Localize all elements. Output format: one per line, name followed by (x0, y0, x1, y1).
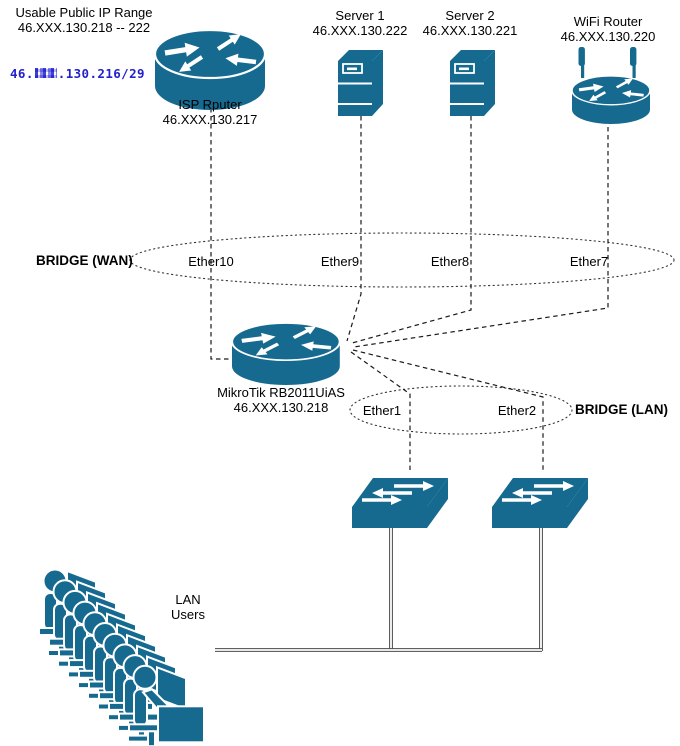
server2-icon (449, 49, 496, 117)
subnet-cidr: 46. .130.216/29 (10, 66, 145, 81)
server1-link-line (346, 116, 362, 342)
lan-users-line2: Users (171, 607, 205, 622)
server1-name: Server 1 (335, 8, 385, 23)
isp-router-label: ISP Rputer 46.XXX.130.217 (135, 97, 285, 127)
server2-name: Server 2 (445, 8, 495, 23)
isp-uplink-line (210, 108, 233, 360)
server2-ip: 46.XXX.130.221 (422, 23, 518, 38)
port-ether9: Ether9 (320, 254, 360, 269)
subnet-suffix: .130.216/29 (57, 66, 145, 81)
lan-users-icon (38, 568, 205, 746)
switch1-icon (352, 478, 448, 528)
wan-bridge-ellipse (129, 232, 675, 288)
wifi-router-icon (572, 47, 650, 124)
front-user-desk (141, 688, 205, 744)
mikrotik-router-icon (232, 323, 340, 385)
bridge-wan-label: BRIDGE (WAN) (36, 253, 133, 268)
switch2-icon (492, 478, 588, 528)
port-ether7: Ether7 (569, 254, 609, 269)
lan-bridge-ellipse (349, 385, 573, 435)
usable-ip-range-title: Usable Public IP Range (15, 5, 153, 20)
port-ether8: Ether8 (430, 254, 470, 269)
subnet-prefix: 46. (10, 66, 34, 81)
wifi-router-label: WiFi Router 46.XXX.130.220 (533, 14, 680, 44)
mikrotik-router-name: MikroTik RB2011UiAS (217, 385, 345, 400)
port-ether10: Ether10 (188, 254, 234, 269)
mikrotik-router-label: MikroTik RB2011UiAS 46.XXX.130.218 (201, 385, 361, 415)
server2-link-line (351, 116, 472, 344)
port-ether2: Ether2 (497, 403, 537, 418)
wifi-link-line (353, 127, 609, 348)
bridge-lan-label: BRIDGE (LAN) (575, 402, 668, 417)
server1-label: Server 1 46.XXX.130.222 (285, 8, 435, 38)
ether2-link-line (352, 349, 544, 470)
usable-ip-range: Usable Public IP Range 46.XXX.130.218 --… (6, 5, 162, 35)
redacted-octet (34, 68, 57, 78)
wifi-router-name: WiFi Router (573, 14, 643, 29)
ether1-link-line (350, 351, 411, 470)
isp-router-name: ISP Rputer (178, 97, 242, 112)
usable-ip-range-value: 46.XXX.130.218 -- 222 (17, 20, 151, 35)
wifi-router-ip: 46.XXX.130.220 (560, 29, 656, 44)
port-ether1: Ether1 (362, 403, 402, 418)
lan-users-line1: LAN (175, 592, 201, 607)
isp-router-ip: 46.XXX.130.217 (162, 112, 258, 127)
lan-users-label: LAN Users (148, 592, 228, 622)
mikrotik-router-ip: 46.XXX.130.218 (233, 400, 329, 415)
server1-ip: 46.XXX.130.222 (312, 23, 408, 38)
server2-label: Server 2 46.XXX.130.221 (395, 8, 545, 38)
server1-icon (337, 49, 384, 117)
